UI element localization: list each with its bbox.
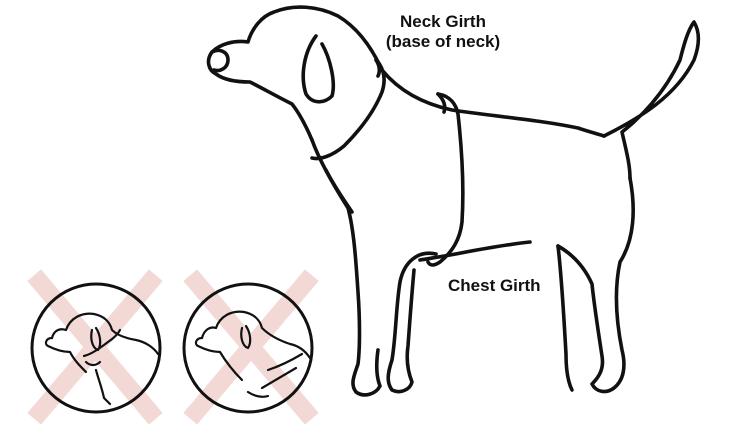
cross-icon xyxy=(183,269,319,425)
dog-rear-leg xyxy=(556,176,635,394)
neck-girth-title: Neck Girth xyxy=(400,12,486,31)
wrong-fit-example-2 xyxy=(182,269,319,425)
dog-nose xyxy=(210,48,230,73)
neck-girth-note: (base of neck) xyxy=(385,32,501,51)
mini-dog-outline-2 xyxy=(194,310,312,398)
chest-girth-strap xyxy=(426,92,465,267)
dog-belly xyxy=(418,240,532,262)
wrong-fit-circle-2 xyxy=(182,282,314,414)
neck-girth-label: Neck Girth (base of neck) xyxy=(368,12,518,52)
chest-girth-label: Chest Girth xyxy=(448,276,541,295)
dog-inner-rear-leg xyxy=(556,244,574,392)
dog-ear xyxy=(301,34,336,104)
dog-front-leg-back xyxy=(386,251,438,394)
dog-head xyxy=(206,5,384,142)
dog-chest-front xyxy=(310,138,382,397)
dog-tail xyxy=(602,20,701,180)
wrong-fit-circle-1 xyxy=(30,282,162,414)
neck-girth-strap xyxy=(310,58,386,161)
mini-dog-outline-1 xyxy=(44,312,160,406)
dog-outline xyxy=(206,5,701,397)
dog-neck-under xyxy=(324,168,354,214)
dog-back xyxy=(380,68,606,138)
wrong-fit-example-1 xyxy=(27,269,163,425)
